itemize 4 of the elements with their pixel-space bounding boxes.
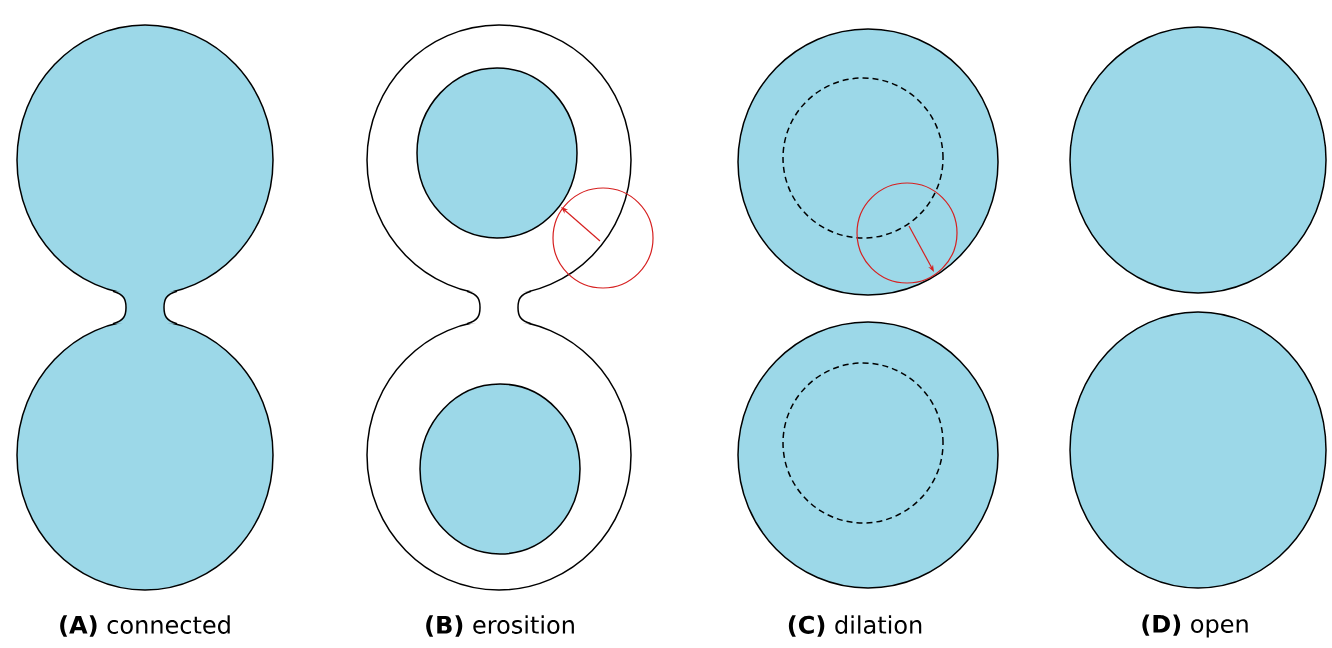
panel-caption: (C) dilation [788, 615, 922, 637]
panel-caption: (B) erosition [426, 615, 574, 637]
panel-caption: (D) open [1142, 614, 1248, 638]
panel-caption: (A) connected [60, 615, 230, 637]
